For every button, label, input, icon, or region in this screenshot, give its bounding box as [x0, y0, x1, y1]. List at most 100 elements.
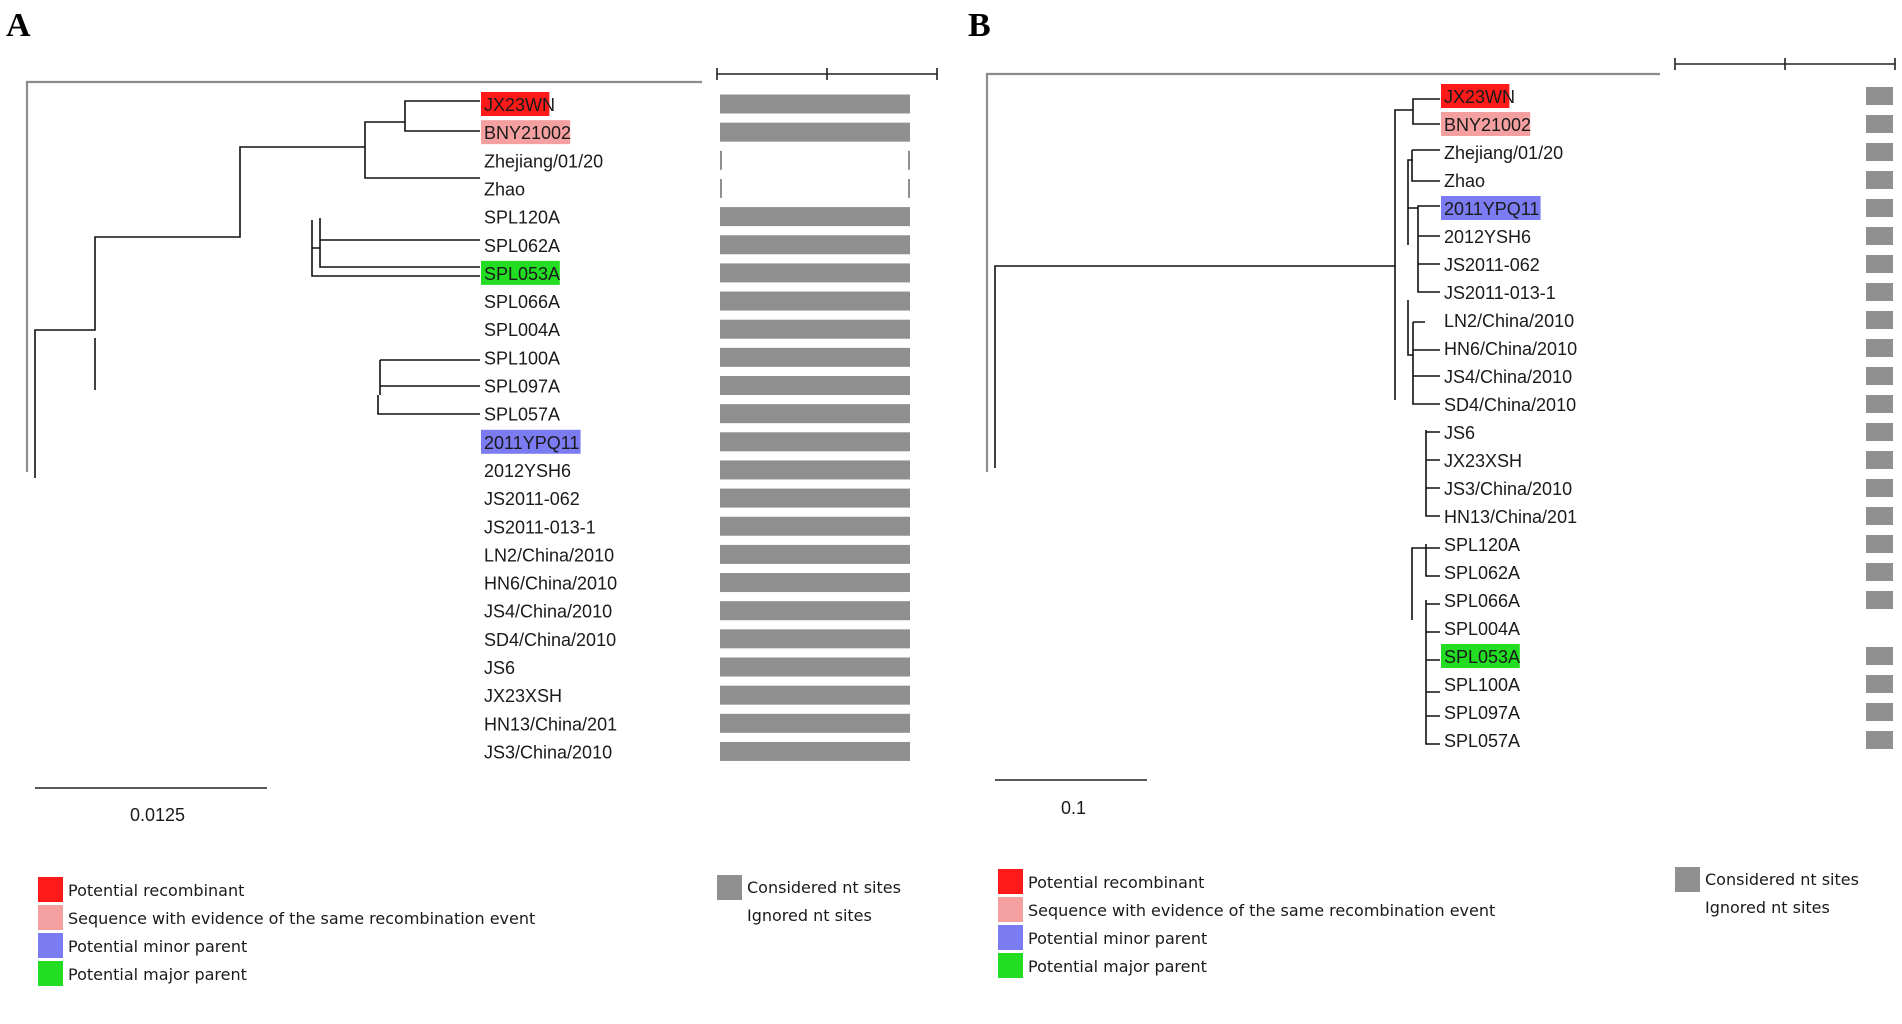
legend-b-minor-label: Potential minor parent	[1028, 929, 1207, 948]
panel-b-leaf-js2011-013-1: JS2011-013-1	[1444, 283, 1556, 303]
panel-a-scale-bar: 0.0125	[35, 787, 267, 825]
panel-a-leaf-hn13-china-201: HN13/China/201	[484, 714, 617, 734]
panel-b-leaf-bny21002: BNY21002	[1444, 115, 1531, 135]
panel-a-highlight-2011ypq11	[481, 429, 581, 454]
panel-a-site-bar-js4-china-2010	[720, 601, 910, 621]
panel-a-site-bar-sd4-china-2010	[720, 629, 910, 649]
panel-b-site-bar-bny21002	[1866, 115, 1893, 133]
panel-a-site-ruler	[716, 68, 938, 80]
panel-a-leaf-js6: JS6	[484, 658, 515, 678]
panel-a-site-bar-spl097a	[720, 376, 910, 395]
panel-b-site-bar-js6	[1866, 423, 1893, 441]
panel-b-scale-bar: 0.1	[995, 779, 1147, 818]
legend-b-minor-swatch	[998, 925, 1023, 950]
panel-a-site-bar-js3-china-2010	[720, 741, 910, 761]
panel-b-site-bar-zhejiang-01-20	[1866, 143, 1893, 161]
panel-a-leaf-js4-china-2010: JS4/China/2010	[484, 602, 612, 622]
panel-a-site-bar-bny21002	[720, 122, 910, 142]
legend-a-minor-swatch	[38, 933, 63, 958]
panel-a-frame	[25, 68, 938, 472]
panel-b-site-bar-hn6-china-2010	[1866, 339, 1893, 357]
panel-b-leaf-spl100a: SPL100A	[1444, 675, 1520, 695]
legend-b-major-swatch	[998, 953, 1023, 978]
panel-a-site-bar-ln2-china-2010	[720, 544, 910, 564]
panel-a-site-bar-spl062a	[720, 235, 910, 255]
panel-a-site-bars	[720, 94, 910, 761]
panel-b-leaf-ln2-china-2010: LN2/China/2010	[1444, 311, 1574, 331]
panel-b-letter: B	[968, 7, 991, 44]
panel-a-leaf-spl100a: SPL100A	[484, 348, 560, 368]
panel-b-site-bar-spl066a	[1866, 591, 1893, 609]
panel-b-site-bar-sd4-china-2010	[1866, 395, 1893, 413]
panel-a-scale-label: 0.0125	[130, 805, 185, 825]
legend-b-recombinant-label: Potential recombinant	[1028, 873, 1204, 892]
panel-a-leaf-js2011-013-1: JS2011-013-1	[484, 517, 596, 537]
panel-b-leaf-jx23wn: JX23WN	[1444, 87, 1515, 107]
panel-b-site-bar-jx23xsh	[1866, 451, 1893, 469]
panel-b-site-bar-hn13-china-201	[1866, 507, 1893, 525]
panel-a-leaves: JX23WNBNY21002Zhejiang/01/20ZhaoSPL120AS…	[481, 92, 617, 762]
panel-b-highlight-2011ypq11	[1441, 196, 1541, 220]
panel-a-leaf-bny21002: BNY21002	[484, 123, 571, 143]
panel-b-leaf-js3-china-2010: JS3/China/2010	[1444, 479, 1572, 499]
legend-b-same-event-label: Sequence with evidence of the same recom…	[1028, 901, 1495, 920]
panel-a-site-bar-spl066a	[720, 291, 910, 311]
panel-a-site-bar-2011ypq11	[720, 432, 910, 452]
panel-b-leaf-spl066a: SPL066A	[1444, 591, 1520, 611]
panel-b-leaf-js6: JS6	[1444, 423, 1475, 443]
panel-b-site-bar-2012ysh6	[1866, 227, 1893, 245]
panel-a-leaf-2012ysh6: 2012YSH6	[484, 461, 571, 481]
panel-b-leaves: JX23WNBNY21002Zhejiang/01/20Zhao2011YPQ1…	[1441, 84, 1577, 751]
panel-b-leaf-spl062a: SPL062A	[1444, 563, 1520, 583]
panel-b-leaf-js2011-062: JS2011-062	[1444, 255, 1540, 275]
panel-a-leaf-js3-china-2010: JS3/China/2010	[484, 742, 612, 762]
panel-a-leaf-spl097a: SPL097A	[484, 377, 560, 397]
panel-a-site-bar-2012ysh6	[720, 460, 910, 480]
panel-a-leaf-ln2-china-2010: LN2/China/2010	[484, 545, 614, 565]
panel-a-leaf-spl057a: SPL057A	[484, 405, 560, 425]
panel-a-leaf-spl066a: SPL066A	[484, 292, 560, 312]
legend-b-same-event-swatch	[998, 897, 1023, 922]
panel-a-site-bar-hn13-china-201	[720, 713, 910, 733]
panel-a-leaf-zhejiang-01-20: Zhejiang/01/20	[484, 151, 603, 171]
panel-a-site-bar-js6	[720, 657, 910, 677]
legend-b-considered-swatch	[1675, 867, 1700, 892]
panel-b-leaf-spl057a: SPL057A	[1444, 731, 1520, 751]
legend-b-recombinant-swatch	[998, 869, 1023, 894]
panel-b-site-bar-spl120a	[1866, 535, 1893, 553]
legend-a-same-event-swatch	[38, 905, 63, 930]
panel-b-site-bar-ln2-china-2010	[1866, 311, 1893, 329]
panel-a-leaf-js2011-062: JS2011-062	[484, 489, 580, 509]
panel-a-leaf-spl062a: SPL062A	[484, 236, 560, 256]
panel-a-leaf-spl120a: SPL120A	[484, 208, 560, 228]
panel-b-site-bar-jx23wn	[1866, 87, 1893, 105]
legend-a-considered-swatch	[717, 875, 742, 900]
panel-a-legend: Potential recombinant Sequence with evid…	[38, 875, 901, 986]
panel-b-site-bar-js2011-062	[1866, 255, 1893, 273]
panel-b-site-bar-js4-china-2010	[1866, 367, 1893, 385]
panel-a-site-bar-start-zhejiang-01-20	[720, 150, 722, 170]
panel-a-site-bar-end-zhao	[908, 178, 910, 198]
legend-a-recombinant-swatch	[38, 877, 63, 902]
panel-a-highlight-bny21002	[481, 120, 571, 145]
panel-b-leaf-spl120a: SPL120A	[1444, 535, 1520, 555]
panel-a-site-bar-hn6-china-2010	[720, 573, 910, 593]
panel-b-site-bars	[1866, 87, 1893, 749]
panel-b-leaf-2012ysh6: 2012YSH6	[1444, 227, 1531, 247]
panel-b-frame	[985, 58, 1896, 472]
panel-a-site-bar-spl057a	[720, 404, 910, 424]
panel-b-highlight-jx23wn	[1441, 84, 1510, 108]
panel-b-highlight-spl053a	[1441, 644, 1520, 668]
panel-a-site-bar-spl053a	[720, 263, 910, 283]
panel-a-site-bar-jx23wn	[720, 94, 910, 114]
panel-a-leaf-jx23xsh: JX23XSH	[484, 686, 562, 706]
panel-b-leaf-spl004a: SPL004A	[1444, 619, 1520, 639]
panel-a-site-bar-jx23xsh	[720, 685, 910, 705]
panel-a-leaf-2011ypq11: 2011YPQ11	[484, 433, 579, 453]
legend-b-major-label: Potential major parent	[1028, 957, 1207, 976]
panel-a-leaf-spl053a: SPL053A	[484, 264, 560, 284]
panel-b-leaf-spl097a: SPL097A	[1444, 703, 1520, 723]
panel-a-site-bar-start-zhao	[720, 178, 722, 198]
panel-a-leaf-hn6-china-2010: HN6/China/2010	[484, 574, 617, 594]
